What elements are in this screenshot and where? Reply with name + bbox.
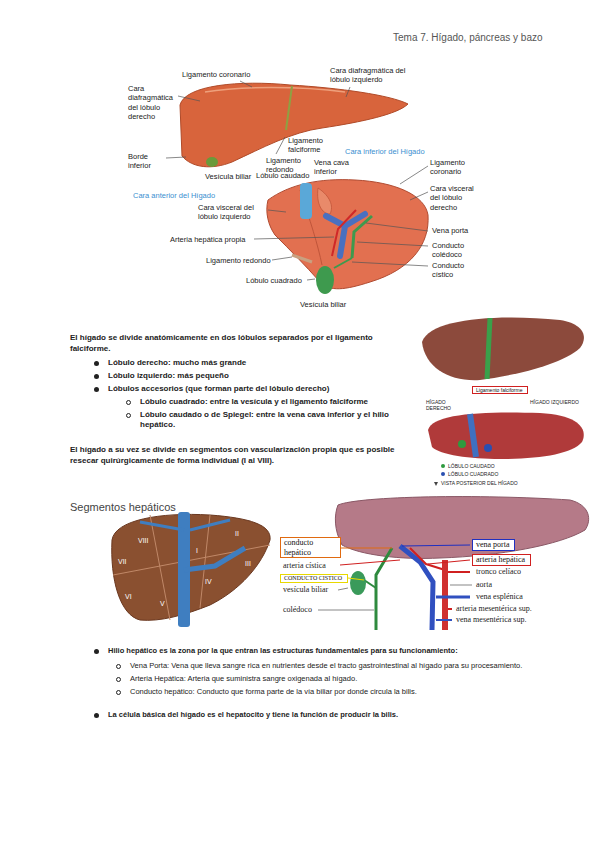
outlined-label-box: arteria hepática	[472, 554, 531, 566]
segment-number: I	[196, 547, 198, 556]
label-text: VISTA POSTERIOR DEL HÍGADO	[441, 480, 518, 486]
label-text: Conducto cístico	[432, 261, 482, 280]
box-text: vena porta	[476, 540, 511, 550]
label-text: colédoco	[283, 605, 312, 615]
label-text: vesícula biliar	[283, 585, 328, 595]
outlined-label-box: CONDUCTO CISTICO	[280, 574, 348, 583]
label-text: HÍGADO DERECHO	[426, 400, 466, 411]
bullet-text: Lóbulo derecho: mucho más grande	[108, 358, 408, 368]
label-text: arteria mesentérica sup.	[456, 604, 532, 614]
section-heading: Segmentos hepáticos	[70, 501, 176, 515]
small-liver-figures	[422, 318, 584, 486]
label-text: HÍGADO IZQUIERDO	[530, 400, 580, 406]
label-text: Lóbulo caudado	[256, 171, 309, 180]
bullet-text: Hilio hepático es la zona por la que ent…	[108, 646, 578, 655]
bullet-dot	[116, 677, 121, 682]
bullet-dot	[94, 387, 99, 392]
inferior-liver	[254, 166, 428, 294]
label-text: arteria cística	[283, 561, 326, 571]
label-text: Lóbulo cuadrado	[246, 276, 302, 285]
box-text: arteria hepática	[476, 555, 527, 565]
box-text: conducto hepático	[284, 538, 336, 557]
label-text: Cara visceral del lóbulo izquierdo	[198, 203, 266, 222]
legend-swatch	[441, 472, 445, 476]
bullet-dot	[94, 713, 99, 718]
bullet-dot	[94, 361, 99, 366]
bullet-text: Conducto hepático: Conducto que forma pa…	[130, 687, 585, 696]
outlined-label-box: conducto hepático	[280, 537, 341, 558]
label-text: Ligamento coronario	[430, 158, 480, 177]
segment-number: VI	[125, 593, 132, 602]
body-paragraph: El hígado se divide anatómicamente en do…	[70, 332, 405, 354]
segment-number: IV	[205, 578, 212, 587]
bullet-text: Lóbulo izquierdo: más pequeño	[108, 371, 408, 381]
bullet-dot	[116, 664, 121, 669]
figure-caption: Cara anterior del Hígado	[133, 191, 215, 200]
legend-swatch	[441, 464, 445, 468]
segment-number: III	[245, 560, 251, 569]
label-text: Cara diafragmática del lóbulo derecho	[128, 84, 176, 122]
bullet-text: Lóbulo cuadrado: entre la vesícula y el …	[140, 397, 408, 407]
label-text: vena mesentérica sup.	[456, 615, 526, 625]
label-text: tronco celíaco	[476, 567, 521, 577]
label-text: Vena cava inferior	[314, 158, 354, 177]
label-text: aorta	[476, 580, 492, 590]
label-text: Vena porta	[432, 226, 468, 235]
bullet-dot	[94, 649, 99, 654]
hilum-figure	[318, 497, 589, 630]
bullet-text: La célula básica del hígado es el hepato…	[108, 710, 578, 719]
body-paragraph: El hígado a su vez se divide en segmento…	[70, 444, 405, 466]
bullet-dot	[126, 400, 131, 405]
bullet-text: Lóbulo caudado o de Spiegel: entre la ve…	[140, 410, 408, 430]
figure-caption: Cara inferior del Hígado	[345, 147, 425, 156]
segment-number: VIII	[138, 537, 149, 546]
bullet-dot	[126, 413, 131, 418]
box-text: CONDUCTO CISTICO	[284, 575, 344, 582]
bullet-text: Vena Porta: Vena que lleva sangre rica e…	[130, 661, 585, 670]
label-text: Cara diafragmática del lóbulo izquierdo	[330, 66, 412, 85]
label-text: Ligamento falciforme	[288, 136, 338, 155]
segment-number: V	[160, 600, 165, 609]
label-text: Ligamento coronario	[182, 70, 250, 79]
label-text: Cara visceral del lóbulo derecho	[430, 184, 482, 212]
segment-number: II	[235, 530, 239, 539]
label-text: Conducto colédoco	[432, 241, 482, 260]
label-text: Vesícula biliar	[300, 300, 346, 309]
outlined-label-box: Ligamento falciforme	[472, 386, 528, 394]
segments-liver	[112, 512, 270, 627]
box-text: Ligamento falciforme	[476, 387, 524, 393]
label-text: Ligamento redondo	[206, 256, 271, 265]
label-text: Arteria hepática propia	[170, 235, 245, 244]
bullet-text: Lóbulos accesorios (que forman parte del…	[108, 384, 408, 394]
legend-text: LÓBULO CUADRADO	[448, 471, 498, 477]
legend-text: LÓBULO CAUDADO	[448, 463, 495, 469]
outlined-label-box: vena porta	[472, 539, 515, 551]
bullet-dot	[94, 374, 99, 379]
label-text: Borde inferior	[128, 152, 164, 171]
bullet-text: Arteria Hepática: Arteria que suministra…	[130, 674, 585, 683]
bullet-dot	[116, 690, 121, 695]
label-text: vena esplénica	[476, 592, 523, 602]
page-header: Tema 7. Hígado, páncreas y bazo	[393, 32, 543, 45]
segment-number: VII	[118, 558, 127, 567]
